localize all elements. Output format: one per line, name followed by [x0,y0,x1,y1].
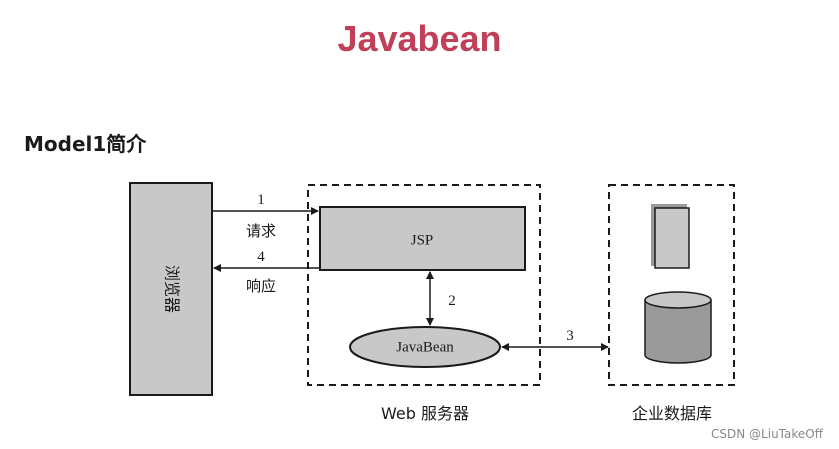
browser-box [129,182,213,396]
database-container [608,184,735,386]
javabean-label: JavaBean [396,339,454,355]
web-server-label: Web 服务器 [381,404,469,423]
database-label: 企业数据库 [632,404,712,423]
file-icon [654,207,690,269]
jsp-label: JSP [411,232,434,248]
jsp-box [319,206,526,271]
page-title: Javabean [337,18,502,59]
section-subtitle: Model1简介 [24,132,147,156]
response-label: 响应 [246,277,276,295]
jsp-bean-number: 2 [448,293,456,309]
watermark-text: CSDN @LiuTakeOff [711,427,823,441]
request-label: 请求 [246,222,276,240]
bean-db-number: 3 [566,328,574,344]
database-cylinder-icon [644,291,712,364]
request-number: 1 [257,192,265,208]
javabean-ellipse [349,326,501,368]
response-number: 4 [257,249,265,265]
browser-label: 浏览器 [163,265,182,313]
